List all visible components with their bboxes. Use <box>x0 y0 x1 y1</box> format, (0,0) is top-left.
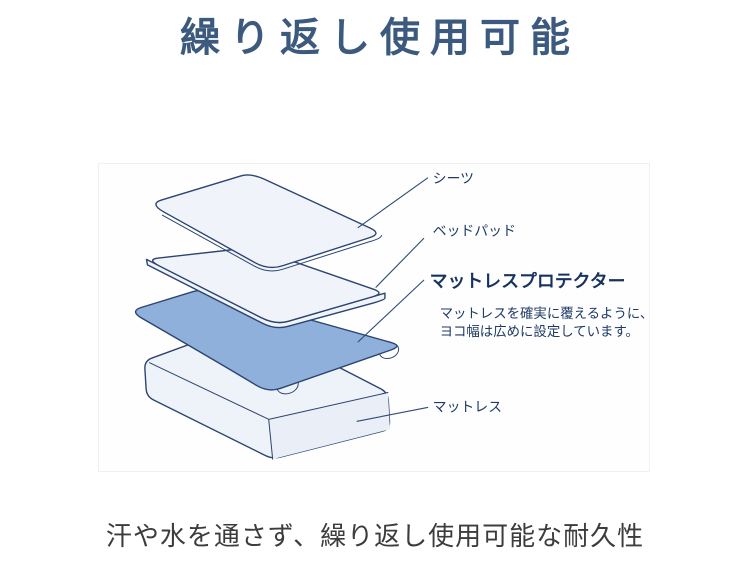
sheet-layer <box>155 174 382 272</box>
mattress-layer <box>144 322 391 460</box>
footer-text: 汗や水を通さず、繰り返し使用可能な耐久性 <box>105 522 645 551</box>
mattress-top-front-edge <box>148 362 389 460</box>
mattress-label: マットレス <box>433 398 502 414</box>
protector-note-line2: ヨコ幅は広めに設定しています。 <box>440 324 639 339</box>
bed-pad-leader-line <box>375 237 425 288</box>
protector-leader-line <box>357 279 425 343</box>
diagram-panel: シーツ ベッドパッド マットレスプロテクター マットレスを確実に覆えるように、 … <box>98 163 650 472</box>
mattress-leader-line <box>356 406 429 422</box>
protector-label: マットレスプロテクター <box>430 270 626 291</box>
sheet-thickness <box>161 214 382 272</box>
exploded-layers-illustration: シーツ ベッドパッド マットレスプロテクター マットレスを確実に覆えるように、 … <box>134 170 649 460</box>
sheet-top <box>155 174 377 269</box>
sheet-leader-line <box>357 177 429 229</box>
bed-pad-label: ベッドパッド <box>433 223 516 239</box>
sheet-label: シーツ <box>433 170 474 186</box>
page-title: 繰り返し使用可能 <box>180 15 580 60</box>
mattress-right-face <box>268 392 390 460</box>
protector-note-line1: マットレスを確実に覆えるように、 <box>440 306 649 321</box>
